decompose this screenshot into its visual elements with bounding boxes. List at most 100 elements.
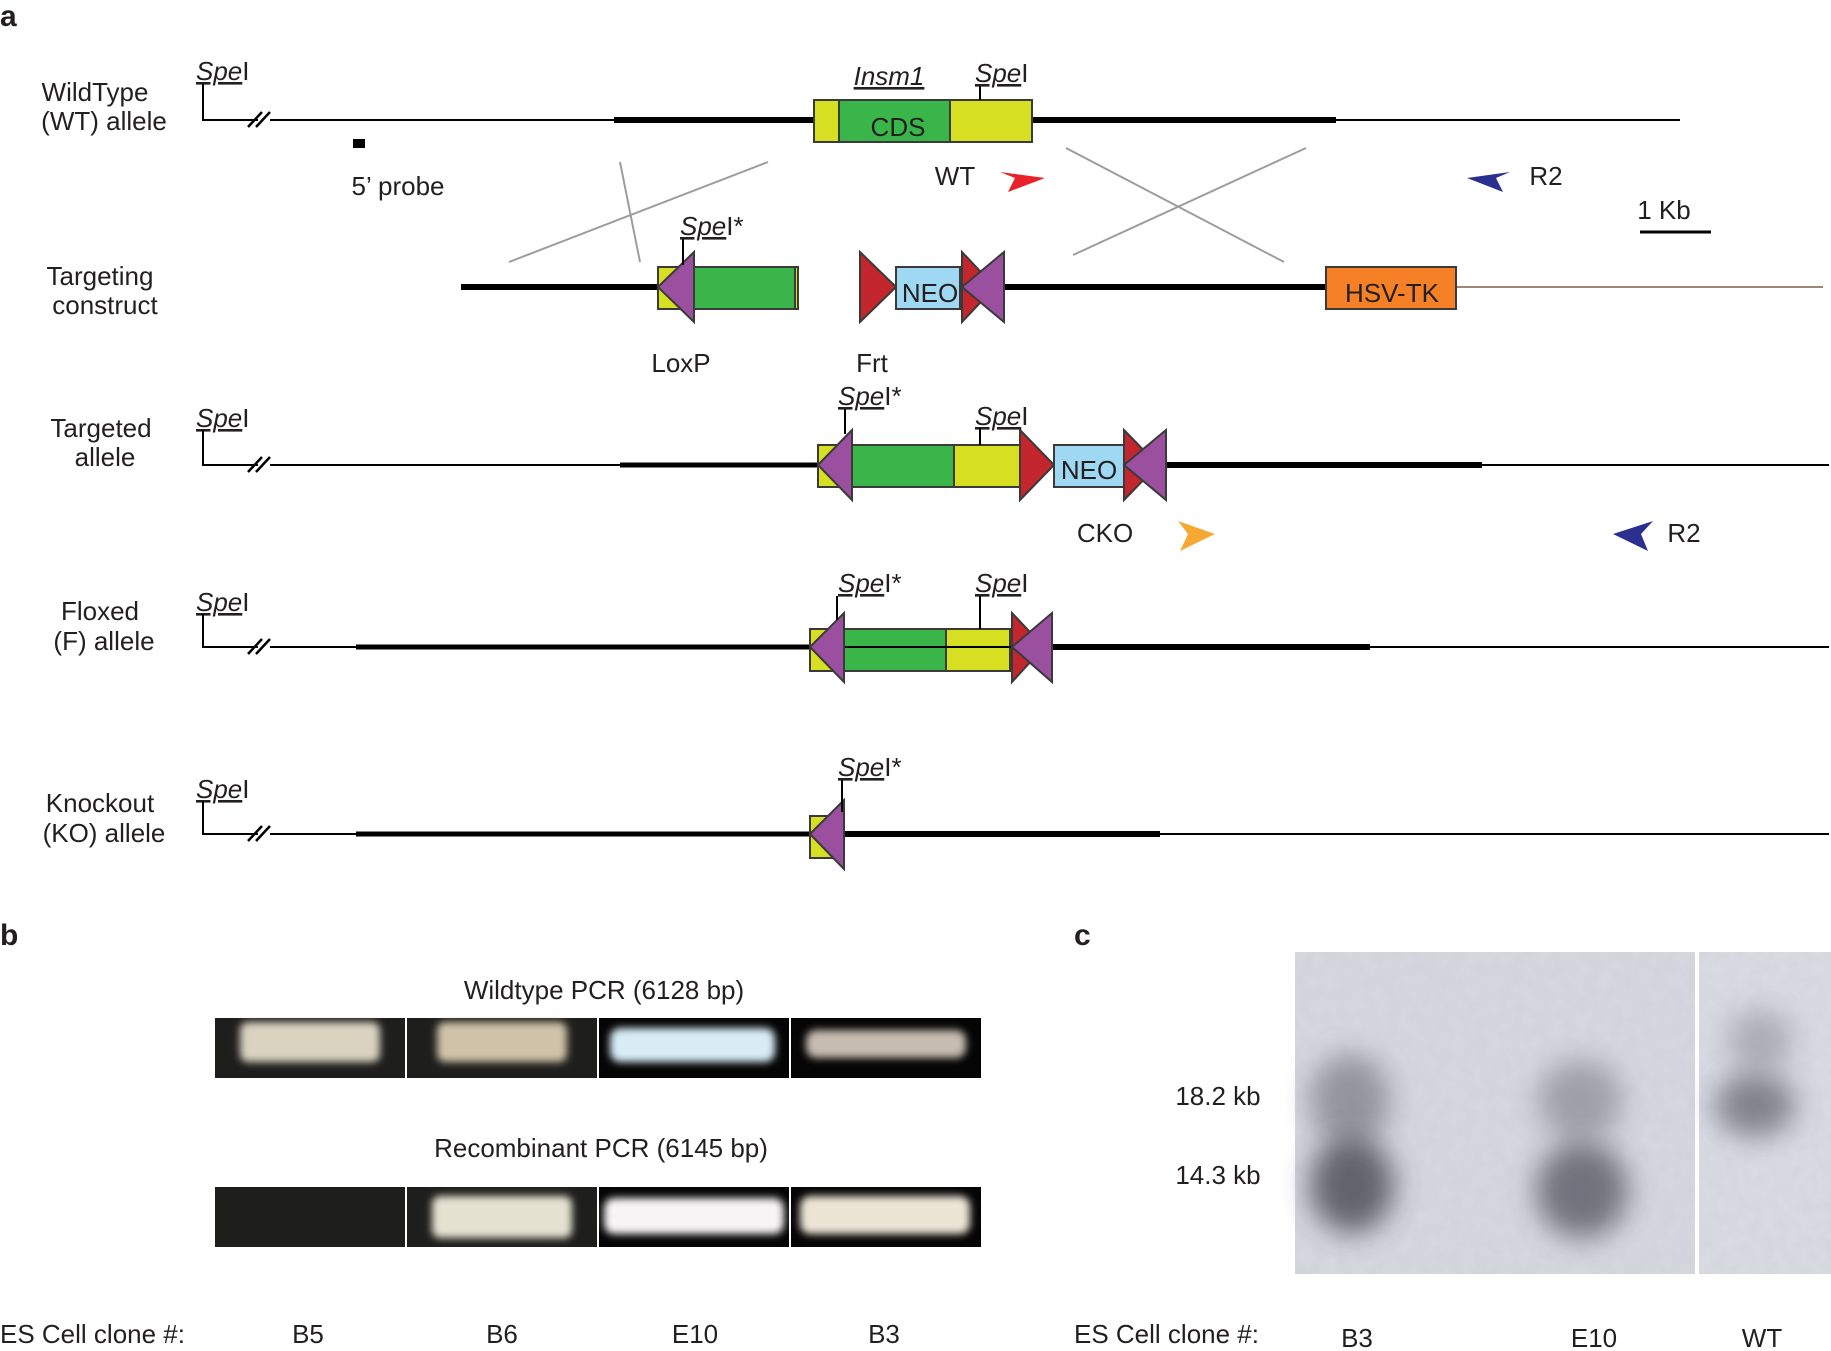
- break-mark: [247, 638, 271, 655]
- break-mark: [247, 825, 271, 842]
- loxp-label: LoxP: [651, 348, 710, 378]
- spei-star-site: SpeI*: [836, 568, 902, 620]
- gel-lane-b5: [215, 1187, 405, 1247]
- lane-label: E10: [1571, 1323, 1617, 1351]
- marker-label: 18.2 kb: [1175, 1081, 1260, 1111]
- gel-band: [437, 1022, 567, 1062]
- svg-text:SpeI: SpeI: [196, 403, 250, 433]
- wt-label-line2: (WT) allele: [41, 106, 167, 136]
- spei-site: SpeI: [196, 774, 258, 835]
- gel-band: [432, 1196, 572, 1238]
- spei-star-site: SpeI*: [838, 381, 902, 434]
- ko-label-line2: (KO) allele: [43, 818, 166, 848]
- spei-site: SpeI: [975, 568, 1029, 629]
- floxed-label-line1: Floxed: [61, 596, 139, 626]
- construct-label-line2: construct: [52, 290, 158, 320]
- svg-text:SpeI: SpeI: [196, 587, 250, 617]
- frt-site: [859, 249, 898, 325]
- wt-pcr-title: Wildtype PCR (6128 bp): [464, 975, 744, 1005]
- ko-allele-row: Knockout (KO) allele SpeI SpeI*: [43, 752, 1829, 872]
- spei-italic: Spe: [196, 56, 242, 86]
- spei-roman: I: [1021, 568, 1028, 598]
- hsvtk-box: [1325, 266, 1457, 310]
- wt-label-line1: WildType: [42, 77, 149, 107]
- spei-roman: I: [242, 56, 249, 86]
- insm1-gene: CDS Insm1: [813, 61, 1033, 143]
- spei-site: SpeI: [196, 403, 258, 466]
- probe-mark: [353, 139, 365, 148]
- ko-label-line1: Knockout: [46, 788, 155, 818]
- spei-italic: Spe: [838, 568, 884, 598]
- spei-roman: I: [884, 381, 891, 411]
- spei-roman: I: [242, 587, 249, 617]
- panel-a-label: a: [0, 0, 17, 33]
- cds-box: [689, 266, 796, 310]
- lane-label: WT: [1742, 1323, 1783, 1351]
- neo-label: NEO: [1061, 455, 1117, 485]
- panel-c-southern: 18.2 kb 14.3 kb ES Cell clone #: B3 E10 …: [1074, 952, 1831, 1351]
- spei-roman: I: [1021, 401, 1028, 431]
- spei-site: SpeI: [975, 58, 1029, 100]
- targeted-label-line1: Targeted: [50, 413, 151, 443]
- hsvtk-label: HSV-TK: [1345, 278, 1440, 308]
- spei-roman: I: [1021, 58, 1028, 88]
- spei-roman: I: [242, 403, 249, 433]
- spei-italic: Spe: [196, 587, 242, 617]
- r2-primer-label: R2: [1529, 161, 1562, 191]
- insm1-label: Insm1: [854, 61, 925, 91]
- blot-band-wt: [1715, 1073, 1795, 1137]
- neo-label: NEO: [902, 278, 958, 308]
- loxp-site: [808, 610, 845, 685]
- lane-label: B5: [292, 1319, 324, 1349]
- neo-box: [895, 266, 961, 310]
- floxed-label-line2: (F) allele: [53, 626, 154, 656]
- marker-label: 14.3 kb: [1175, 1160, 1260, 1190]
- construct-label-line1: Targeting: [47, 261, 154, 291]
- svg-text:SpeI*: SpeI*: [838, 568, 902, 598]
- spei-italic: Spe: [680, 211, 726, 241]
- frt-label: Frt: [856, 348, 889, 378]
- lane-label: E10: [672, 1319, 718, 1349]
- spei-star: *: [892, 381, 902, 411]
- gel-band: [604, 1198, 784, 1234]
- crossover-lines: [508, 147, 1307, 263]
- blot-band-wt-faint: [1728, 1010, 1792, 1070]
- break-mark: [247, 111, 271, 128]
- spei-italic: Spe: [975, 58, 1021, 88]
- clone-label-b: ES Cell clone #:: [0, 1319, 185, 1349]
- panel-c-label: c: [1074, 919, 1091, 952]
- panel-b-label: b: [0, 919, 18, 952]
- spei-italic: Spe: [196, 403, 242, 433]
- break-mark: [247, 456, 271, 473]
- targeted-allele-row: Targeted allele SpeI NEO SpeI* SpeI: [50, 381, 1829, 551]
- svg-text:SpeI*: SpeI*: [838, 752, 902, 782]
- spei-site: SpeI: [975, 401, 1029, 445]
- scale-label: 1 Kb: [1637, 195, 1691, 225]
- spei-star-site: SpeI*: [680, 211, 744, 265]
- wt-pcr-gel: [215, 1018, 981, 1078]
- spei-star: *: [734, 211, 744, 241]
- spei-italic: Spe: [838, 752, 884, 782]
- loxp-site: [656, 249, 695, 325]
- probe-label: 5’ probe: [352, 171, 445, 201]
- lane-label: B6: [486, 1319, 518, 1349]
- spei-italic: Spe: [196, 774, 242, 804]
- frt-site: [1019, 427, 1056, 503]
- floxed-allele-row: Floxed (F) allele SpeI SpeI* SpeI: [53, 568, 1829, 685]
- cko-primer-label: CKO: [1077, 518, 1133, 548]
- spei-star-site: SpeI*: [838, 752, 902, 812]
- gel-band: [800, 1196, 970, 1234]
- lane-label: B3: [1341, 1323, 1373, 1351]
- svg-text:SpeI: SpeI: [196, 56, 250, 86]
- targeting-construct-row: Targeting construct NEO HSV-TK SpeI* Lox…: [47, 211, 1823, 378]
- wt-allele-row: WildType (WT) allele SpeI CDS Insm1 SpeI…: [41, 56, 1711, 234]
- blot-band-b3-upper: [1310, 1054, 1390, 1146]
- loxp-site: [1122, 427, 1167, 503]
- gel-band: [240, 1022, 380, 1062]
- rec-pcr-gel: [215, 1187, 981, 1247]
- neo-box: [1053, 444, 1125, 488]
- cds-label: CDS: [871, 112, 926, 142]
- blot-band-e10-lower: [1536, 1142, 1628, 1238]
- wt-primer-arrow: [1000, 172, 1045, 192]
